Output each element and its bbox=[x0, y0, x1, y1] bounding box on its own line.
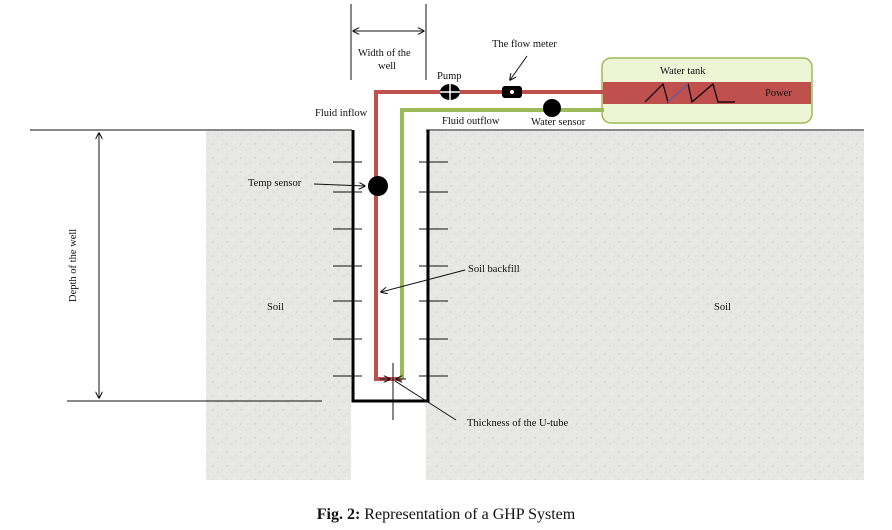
well-outline bbox=[351, 130, 430, 403]
flow-meter bbox=[502, 86, 522, 98]
temp-sensor-label: Temp sensor bbox=[248, 178, 302, 189]
soil-right-block bbox=[426, 131, 864, 480]
flow-meter-label: The flow meter bbox=[492, 39, 557, 50]
fluid-inflow-label: Fluid inflow bbox=[315, 108, 368, 119]
thickness-utube-label: Thickness of the U-tube bbox=[467, 418, 569, 429]
water-sensor bbox=[543, 99, 561, 117]
water-sensor-label: Water sensor bbox=[531, 117, 586, 128]
soil-left-block bbox=[206, 131, 351, 480]
figure-caption: Fig. 2: Representation of a GHP System bbox=[0, 506, 892, 524]
power-band bbox=[603, 82, 811, 104]
soil-right-label: Soil bbox=[714, 302, 731, 313]
thickness-leader bbox=[394, 380, 457, 421]
heating-element-link bbox=[667, 83, 689, 103]
caption-prefix: Fig. 2: bbox=[316, 506, 361, 523]
well-tick-marks bbox=[333, 161, 448, 377]
temp-sensor-arrow bbox=[313, 184, 365, 186]
depth-of-well-label: Depth of the well bbox=[68, 229, 79, 302]
ghp-system-diagram: Water tank Power Pump The flow meter Wat… bbox=[30, 4, 864, 480]
temp-sensor bbox=[368, 176, 388, 196]
flow-meter-arrow bbox=[510, 55, 528, 80]
fluid-outflow-label: Fluid outflow bbox=[442, 116, 500, 127]
pump-label: Pump bbox=[437, 71, 462, 82]
soil-left-label: Soil bbox=[267, 302, 284, 313]
power-label: Power bbox=[765, 88, 792, 99]
soil-backfill-arrow bbox=[381, 269, 466, 292]
soil-backfill-label: Soil backfill bbox=[468, 264, 520, 275]
water-tank-label: Water tank bbox=[660, 66, 706, 77]
width-of-well-label: Width of the bbox=[358, 48, 411, 59]
caption-text: Representation of a GHP System bbox=[360, 506, 576, 523]
width-of-well-label-2: well bbox=[378, 61, 396, 72]
heating-element bbox=[644, 82, 735, 104]
fluid-outflow-pipe bbox=[400, 108, 604, 379]
pump bbox=[440, 84, 460, 100]
